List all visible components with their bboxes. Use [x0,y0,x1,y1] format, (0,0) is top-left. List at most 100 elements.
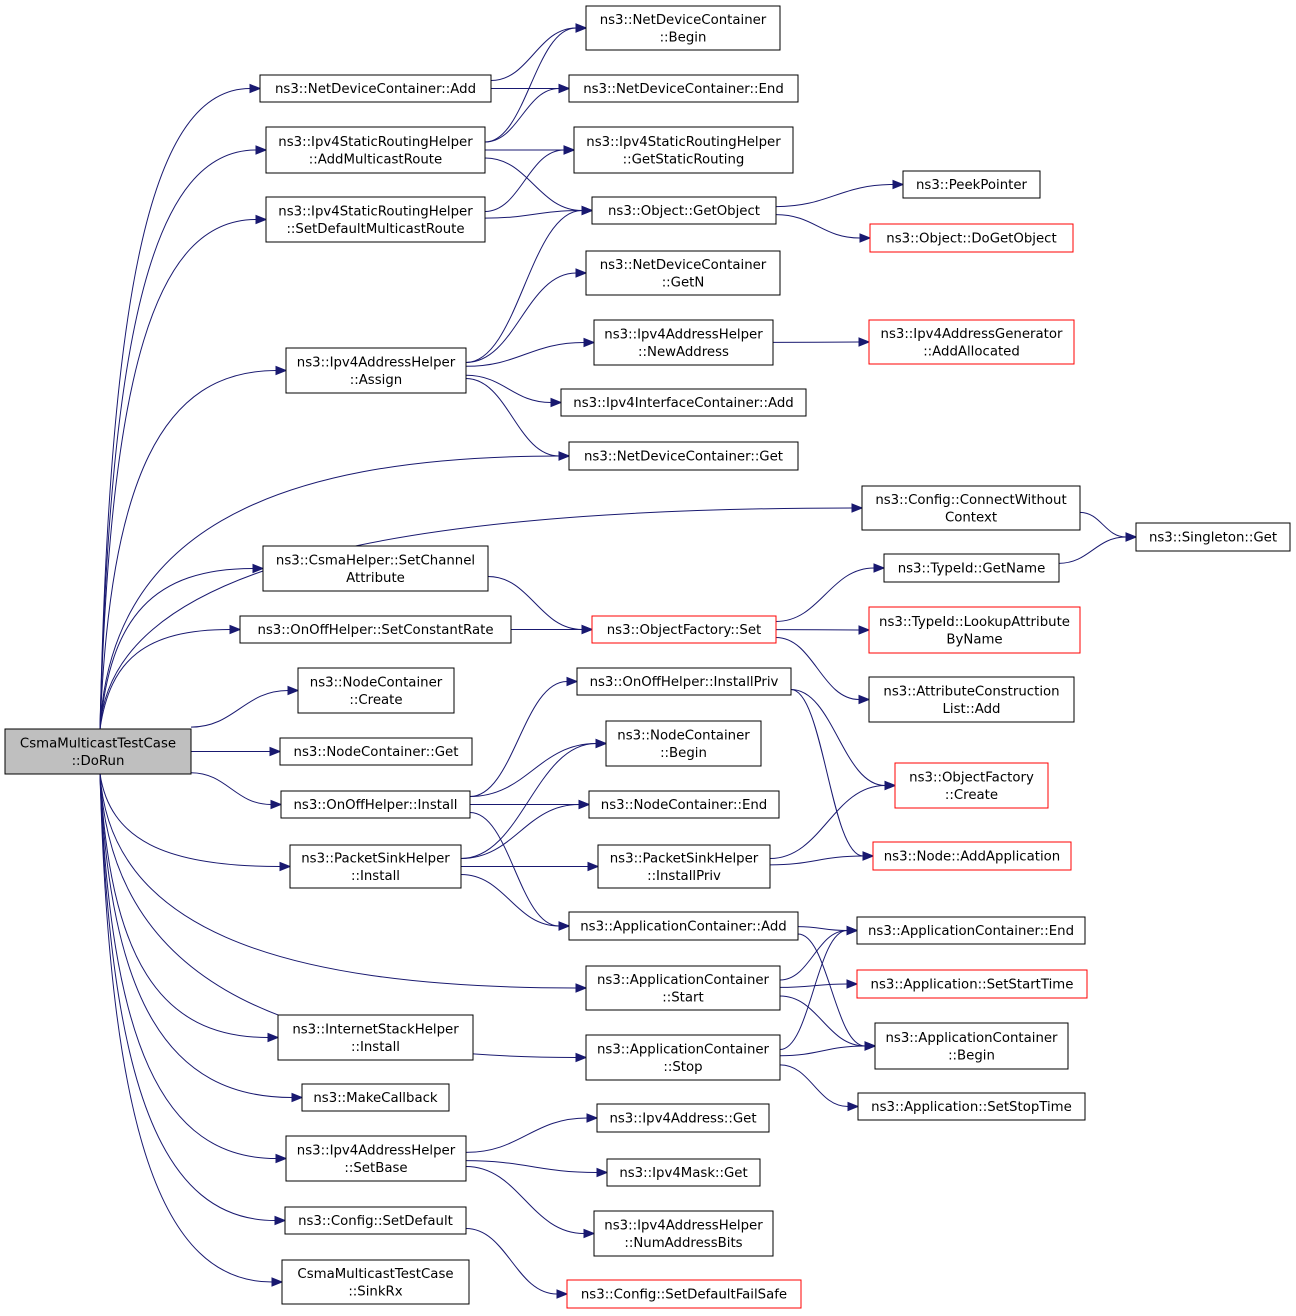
node-box[interactable] [894,762,1049,809]
node-box[interactable] [284,1206,467,1235]
function-node-isrh-gsr[interactable]: ns3::Ipv4StaticRoutingHelper::GetStaticR… [573,126,794,174]
node-box[interactable] [597,844,771,889]
function-node-obj-dgo[interactable]: ns3::Object::DoGetObject [869,223,1074,253]
node-box[interactable] [259,74,492,103]
function-node-obj-getobject[interactable]: ns3::Object::GetObject [591,196,777,225]
node-box[interactable] [281,1259,470,1305]
node-box[interactable] [560,388,807,417]
function-node-nc-get[interactable]: ns3::NodeContainer::Get [279,737,473,766]
function-node-iah-assign[interactable]: ns3::Ipv4AddressHelper::Assign [285,347,467,394]
node-box[interactable] [902,170,1041,199]
node-box[interactable] [585,250,781,296]
node-box[interactable] [285,347,467,394]
function-node-peekpointer[interactable]: ns3::PeekPointer [902,170,1041,199]
node-box[interactable] [1135,522,1291,552]
node-box[interactable] [869,223,1074,253]
function-node-onoff-ip[interactable]: ns3::OnOffHelper::InstallPriv [576,667,792,696]
function-node-ac-start[interactable]: ns3::ApplicationContainer::Start [585,965,781,1011]
function-node-ac-begin[interactable]: ns3::ApplicationContainer::Begin [874,1022,1069,1070]
function-node-iah-setbase[interactable]: ns3::Ipv4AddressHelper::SetBase [285,1135,467,1182]
function-node-ish-install[interactable]: ns3::InternetStackHelper::Install [277,1014,474,1061]
function-node-iag-aa[interactable]: ns3::Ipv4AddressGenerator::AddAllocated [868,319,1075,365]
node-box[interactable] [593,319,774,366]
node-box[interactable] [861,485,1081,531]
node-box[interactable] [568,74,799,103]
function-node-iah-nab[interactable]: ns3::Ipv4AddressHelper::NumAddressBits [593,1210,774,1257]
function-node-onoff-scr[interactable]: ns3::OnOffHelper::SetConstantRate [239,615,512,644]
node-box[interactable] [239,615,512,644]
function-node-ndc-get[interactable]: ns3::NetDeviceContainer::Get [568,441,799,471]
function-node-cmtc-sinkrx[interactable]: CsmaMulticastTestCase::SinkRx [281,1259,470,1305]
function-node-ac-stop[interactable]: ns3::ApplicationContainer::Stop [585,1034,781,1081]
node-box[interactable] [280,790,471,819]
node-box[interactable] [588,790,780,819]
function-node-config-setdefault[interactable]: ns3::Config::SetDefault [284,1206,467,1235]
node-box[interactable] [874,1022,1069,1070]
function-node-ac-end[interactable]: ns3::ApplicationContainer::End [856,916,1086,945]
node-box[interactable] [289,844,462,889]
node-box[interactable] [872,841,1072,871]
node-box[interactable] [591,196,777,225]
node-box[interactable] [262,545,489,592]
function-node-nc-begin[interactable]: ns3::NodeContainer::Begin [605,720,762,767]
function-node-ac-add[interactable]: ns3::ApplicationContainer::Add [568,911,799,941]
function-node-onoff-install[interactable]: ns3::OnOffHelper::Install [280,790,471,819]
function-node-isrh-sdmr[interactable]: ns3::Ipv4StaticRoutingHelper::SetDefault… [265,196,486,243]
node-box[interactable] [285,1135,467,1182]
node-box[interactable] [568,441,799,471]
function-node-ndc-begin[interactable]: ns3::NetDeviceContainer::Begin [585,5,781,51]
node-box[interactable] [596,1103,770,1133]
node-box[interactable] [585,5,781,51]
function-node-iah-newaddr[interactable]: ns3::Ipv4AddressHelper::NewAddress [593,319,774,366]
node-box[interactable] [591,615,777,644]
node-box[interactable] [868,319,1075,365]
node-box[interactable] [568,911,799,941]
function-node-isrh-amr[interactable]: ns3::Ipv4StaticRoutingHelper::AddMultica… [265,126,486,174]
function-node-iic-add[interactable]: ns3::Ipv4InterfaceContainer::Add [560,388,807,417]
node-box[interactable] [856,969,1088,999]
node-box[interactable] [606,1158,761,1187]
function-node-nc-end[interactable]: ns3::NodeContainer::End [588,790,780,819]
node-box[interactable] [576,667,792,696]
function-node-ndc-getn[interactable]: ns3::NetDeviceContainer::GetN [585,250,781,296]
function-node-make-callback[interactable]: ns3::MakeCallback [301,1083,450,1112]
function-node-of-create[interactable]: ns3::ObjectFactory::Create [894,762,1049,809]
node-box[interactable] [573,126,794,174]
node-box[interactable] [297,667,455,714]
node-box[interactable] [279,737,473,766]
node-box[interactable] [301,1083,450,1112]
function-node-psh-ip[interactable]: ns3::PacketSinkHelper::InstallPriv [597,844,771,889]
node-box[interactable] [585,1034,781,1081]
node-box[interactable] [593,1210,774,1257]
function-node-ipv4addr-get[interactable]: ns3::Ipv4Address::Get [596,1103,770,1133]
function-node-config-sdfs[interactable]: ns3::Config::SetDefaultFailSafe [566,1279,802,1309]
node-box[interactable] [856,916,1086,945]
function-node-ipv4mask-get[interactable]: ns3::Ipv4Mask::Get [606,1158,761,1187]
node-box[interactable] [868,606,1081,654]
function-node-node-addapp[interactable]: ns3::Node::AddApplication [872,841,1072,871]
function-node-psh-install[interactable]: ns3::PacketSinkHelper::Install [289,844,462,889]
function-node-root[interactable]: CsmaMulticastTestCase::DoRun [4,728,192,775]
function-node-nc-create[interactable]: ns3::NodeContainer::Create [297,667,455,714]
node-box[interactable] [566,1279,802,1309]
node-box[interactable] [4,728,192,775]
node-box[interactable] [265,196,486,243]
function-node-ndc-add[interactable]: ns3::NetDeviceContainer::Add [259,74,492,103]
node-box[interactable] [857,1092,1086,1121]
function-node-singleton-get[interactable]: ns3::Singleton::Get [1135,522,1291,552]
function-node-typeid-getname[interactable]: ns3::TypeId::GetName [883,553,1060,583]
function-node-ndc-end[interactable]: ns3::NetDeviceContainer::End [568,74,799,103]
node-box[interactable] [265,126,486,174]
node-box[interactable] [605,720,762,767]
node-box[interactable] [883,553,1060,583]
function-node-app-sstop[interactable]: ns3::Application::SetStopTime [857,1092,1086,1121]
function-node-app-sst[interactable]: ns3::Application::SetStartTime [856,969,1088,999]
function-node-of-set[interactable]: ns3::ObjectFactory::Set [591,615,777,644]
node-box[interactable] [868,676,1075,723]
node-box[interactable] [585,965,781,1011]
node-box[interactable] [277,1014,474,1061]
